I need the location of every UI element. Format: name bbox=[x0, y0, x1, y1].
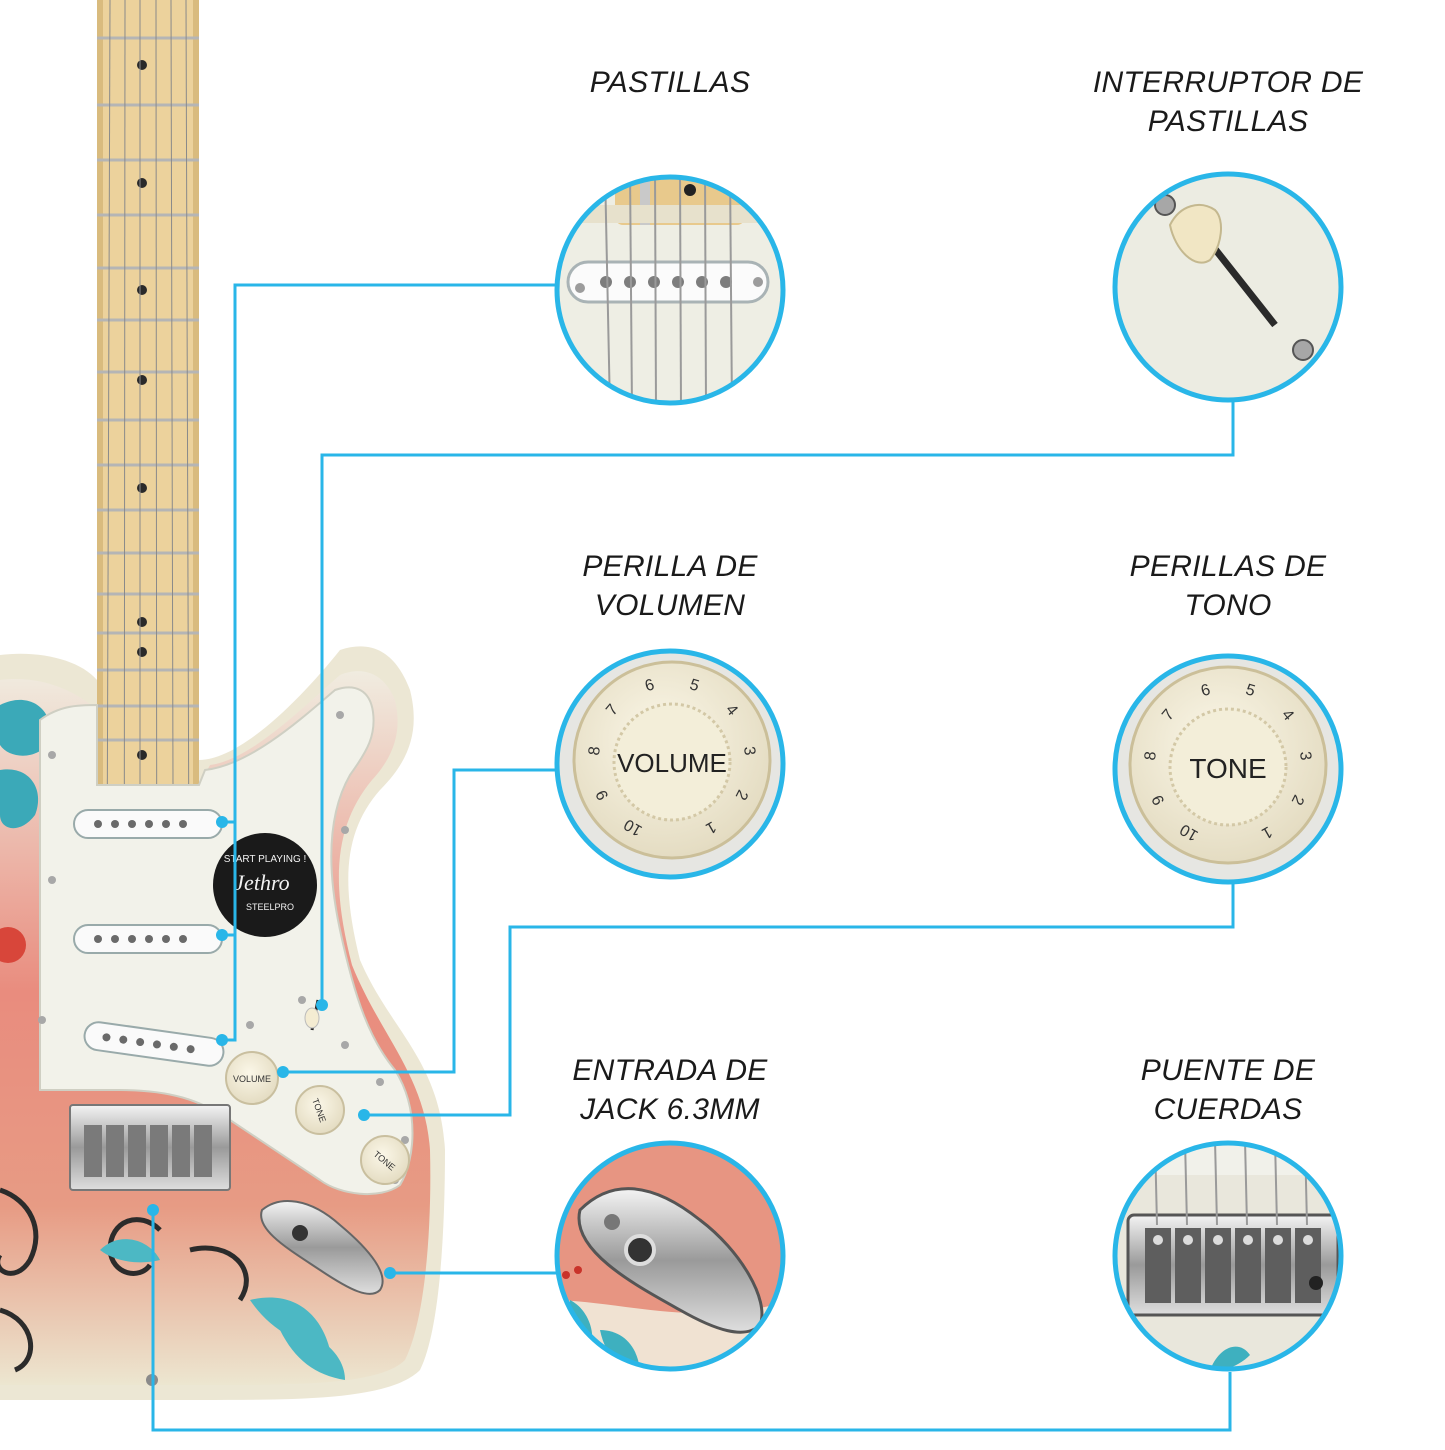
body-flower-decoration bbox=[0, 699, 51, 829]
label-volume-knob-line-2: VOLUMEN bbox=[594, 589, 746, 622]
callout-dot bbox=[216, 929, 228, 941]
label-pickup-switch-line-2: PASTILLAS bbox=[1147, 105, 1309, 138]
line-bridge bbox=[151, 1210, 1232, 1432]
knob-scale-number: 8 bbox=[1142, 750, 1160, 761]
callout-dot bbox=[358, 1109, 370, 1121]
label-pickup-switch-line-1: INTERRUPTOR DE bbox=[1092, 66, 1364, 99]
zoom-ring bbox=[1112, 653, 1344, 885]
knob-scale-number: 10 bbox=[1177, 820, 1201, 844]
zoom-ring bbox=[554, 174, 786, 406]
label-volume-knob-line-1: PERILLA DE bbox=[582, 550, 758, 583]
callout-dot bbox=[216, 816, 228, 828]
knob-scale-number: 3 bbox=[740, 746, 758, 757]
zoom-circle-pickups bbox=[554, 174, 786, 406]
guitar-pickup-neck bbox=[73, 809, 223, 839]
label-pickups: PASTILLAS bbox=[570, 63, 770, 102]
zoom-ring bbox=[1112, 1140, 1344, 1372]
label-tone-knobs-line-2: TONO bbox=[1184, 589, 1272, 622]
label-tone-knobs-line-1: PERILLAS DE bbox=[1129, 550, 1327, 583]
zoom-circle-bridge bbox=[1112, 1140, 1344, 1372]
guitar-body: START PLAYING ! Jethro STEELPRO VOLUME T… bbox=[0, 646, 445, 1400]
zoom-circle-pickup-switch bbox=[1112, 171, 1344, 403]
guitar-pickup-middle bbox=[73, 924, 223, 954]
guitar-volume-knob: VOLUME bbox=[225, 1051, 279, 1105]
label-pickups-line: PASTILLAS bbox=[589, 66, 751, 99]
zoom-ring bbox=[554, 1140, 786, 1372]
guitar-jack-plate bbox=[260, 1200, 384, 1295]
knob-scale-number: 3 bbox=[1296, 751, 1314, 762]
callout-dots bbox=[147, 816, 396, 1279]
guitar-tone-knob-1: TONE bbox=[295, 1085, 345, 1135]
label-bridge-line-1: PUENTE DE bbox=[1140, 1054, 1316, 1087]
zoom-ring bbox=[1112, 171, 1344, 403]
guitar-pickup-bridge bbox=[83, 1021, 225, 1067]
label-jack-input-line-2: JACK 6.3MM bbox=[580, 1093, 760, 1126]
sticker-top-text: START PLAYING ! bbox=[224, 854, 307, 865]
sticker-brand-text: Jethro bbox=[234, 870, 289, 895]
guitar-brand-sticker: START PLAYING ! Jethro STEELPRO bbox=[213, 833, 317, 937]
callout-dot bbox=[384, 1267, 396, 1279]
line-tone-knobs bbox=[364, 882, 1235, 1117]
label-bridge-line-2: CUERDAS bbox=[1153, 1093, 1303, 1126]
callout-dot bbox=[147, 1204, 159, 1216]
body-leaf-decoration bbox=[100, 1239, 345, 1380]
line-pickups bbox=[222, 283, 555, 1042]
label-jack-input-line-1: ENTRADA DE bbox=[572, 1054, 768, 1087]
label-pickup-switch: INTERRUPTOR DE PASTILLAS bbox=[1078, 63, 1378, 141]
guitar-illustration: START PLAYING ! Jethro STEELPRO VOLUME T… bbox=[0, 0, 445, 1400]
label-jack-input: ENTRADA DE JACK 6.3MM bbox=[540, 1051, 800, 1129]
zoom-tone-knob-text: TONE bbox=[1189, 753, 1266, 784]
guitar-volume-knob-text: VOLUME bbox=[233, 1074, 271, 1084]
guitar-bridge bbox=[69, 1104, 231, 1191]
zoom-volume-knob-text: VOLUME bbox=[617, 748, 727, 778]
zoom-ring bbox=[554, 648, 786, 880]
callout-dot bbox=[316, 999, 328, 1011]
label-bridge: PUENTE DE CUERDAS bbox=[1098, 1051, 1358, 1129]
guitar-tone-knob-2: TONE bbox=[360, 1135, 410, 1185]
guitar-pickup-switch bbox=[304, 999, 320, 1031]
callout-dot bbox=[216, 1034, 228, 1046]
sticker-maker-text: STEELPRO bbox=[246, 902, 294, 912]
line-pickup-switch bbox=[320, 400, 1235, 1005]
callout-dot bbox=[277, 1066, 289, 1078]
label-tone-knobs: PERILLAS DE TONO bbox=[1098, 547, 1358, 625]
knob-scale-number: 8 bbox=[586, 745, 604, 756]
callout-lines bbox=[151, 283, 1235, 1432]
knob-scale-number: 10 bbox=[621, 815, 645, 839]
label-volume-knob: PERILLA DE VOLUMEN bbox=[540, 547, 800, 625]
line-volume-knob bbox=[283, 768, 556, 1074]
zoom-circle-jack-input bbox=[554, 1140, 786, 1372]
